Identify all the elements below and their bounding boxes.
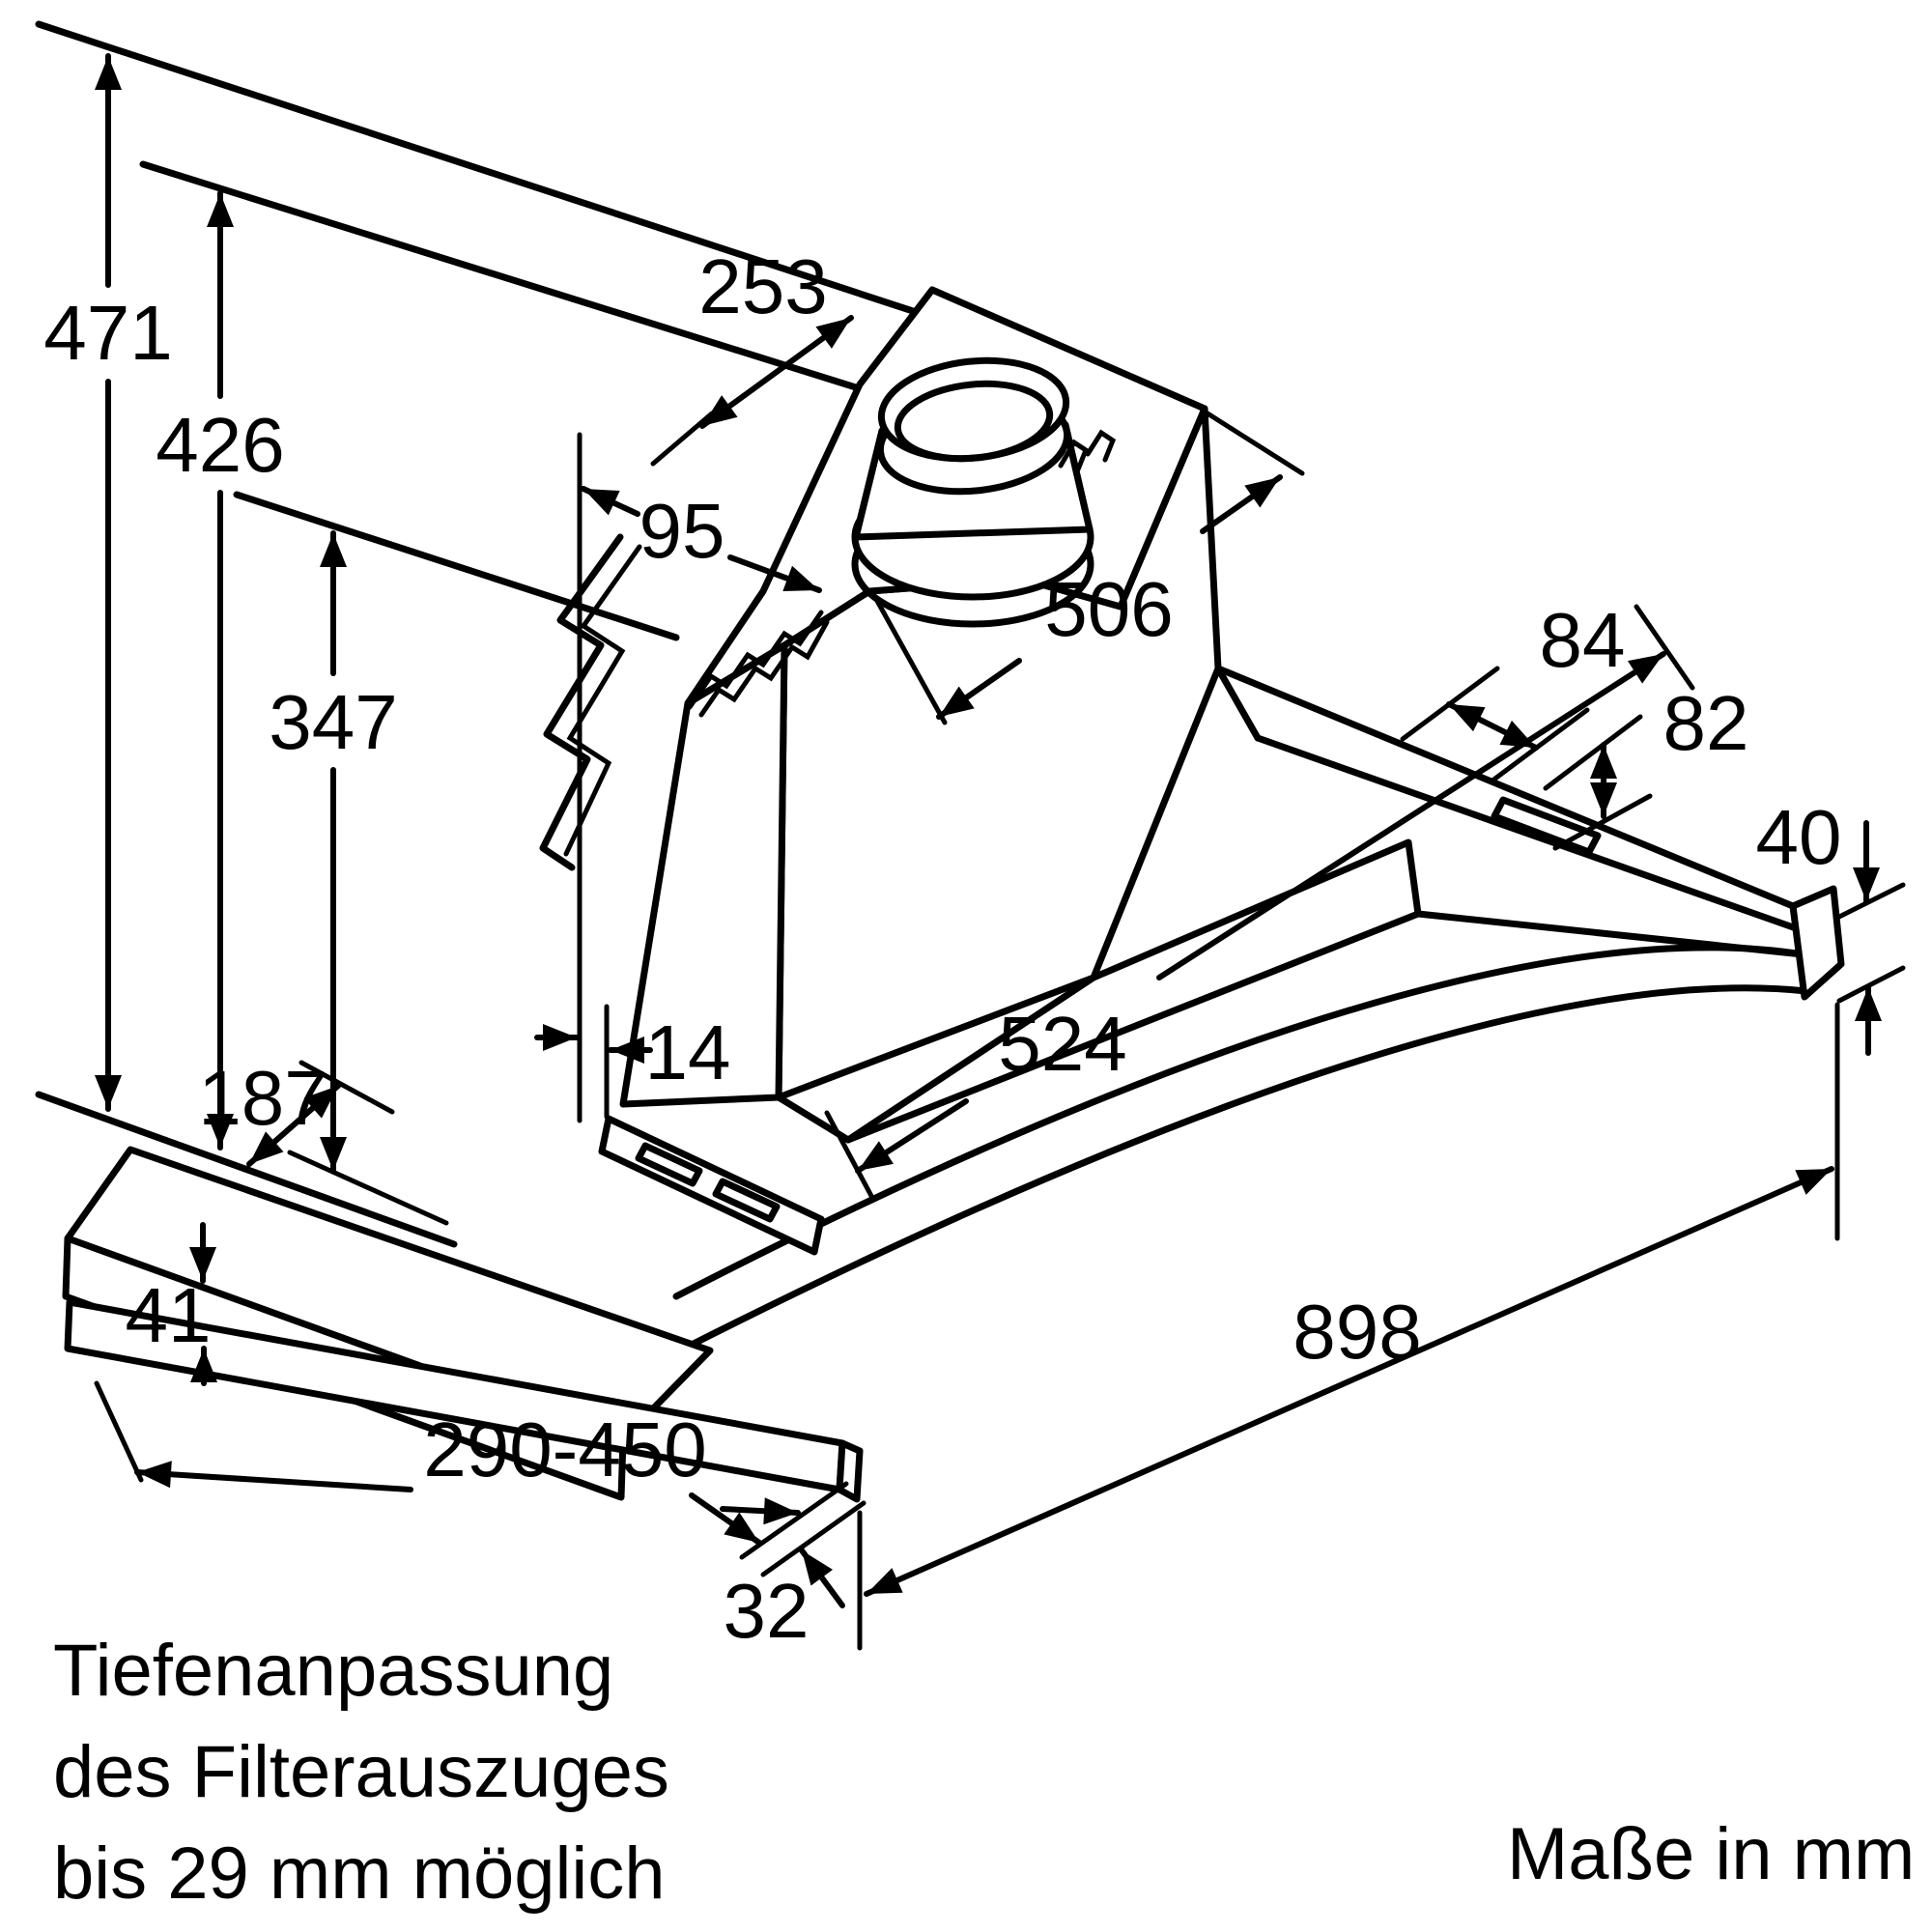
dim-label-panel-thickness: 41	[126, 1272, 212, 1358]
units-label: Maße in mm	[1507, 1813, 1915, 1895]
dim-label-front-gap: 14	[645, 1009, 731, 1095]
dim-label-rail-height: 40	[1756, 794, 1842, 880]
front-clip-strip	[687, 610, 824, 710]
dim-label-rail-overlap: 84	[1540, 597, 1626, 683]
dim-label-front-depth: 187	[198, 1055, 327, 1141]
mounting-clips	[539, 429, 1117, 871]
rear-clip	[1058, 429, 1117, 472]
dimension-lines	[94, 53, 1906, 1651]
handle-bar-end-cap	[836, 1439, 864, 1503]
rail-end-cap	[1789, 885, 1845, 1001]
dim-label-total-width: 898	[1293, 1289, 1421, 1375]
filter-bottom-plate	[598, 1115, 825, 1256]
dim-label-front-offset: 95	[639, 488, 725, 574]
dim-label-plenum-length: 524	[998, 1001, 1126, 1087]
side-spring-clip	[539, 533, 624, 871]
dim-label-body-height: 347	[269, 679, 397, 765]
dim-label-pullout-range: 290-450	[423, 1406, 707, 1492]
dim-label-bar-depth: 32	[724, 1568, 810, 1654]
captions: Tiefenanpassung des Filterauszuges bis 2…	[53, 1630, 1915, 1915]
dimension-labels: 471 426 347 253 95 506 84 82 40 524 14 1…	[43, 243, 1841, 1654]
dim-label-total-height: 471	[43, 290, 172, 376]
note-line-1: Tiefenanpassung	[53, 1630, 613, 1712]
dim-label-top-depth: 253	[698, 243, 827, 329]
dim-label-body-length: 506	[1044, 566, 1173, 652]
note-line-2: des Filterauszuges	[53, 1731, 669, 1813]
dim-label-rail-step: 82	[1663, 680, 1749, 766]
duct-collar	[851, 356, 1094, 628]
dim-label-upper-height: 426	[156, 402, 284, 488]
note-line-3: bis 29 mm möglich	[53, 1833, 666, 1915]
